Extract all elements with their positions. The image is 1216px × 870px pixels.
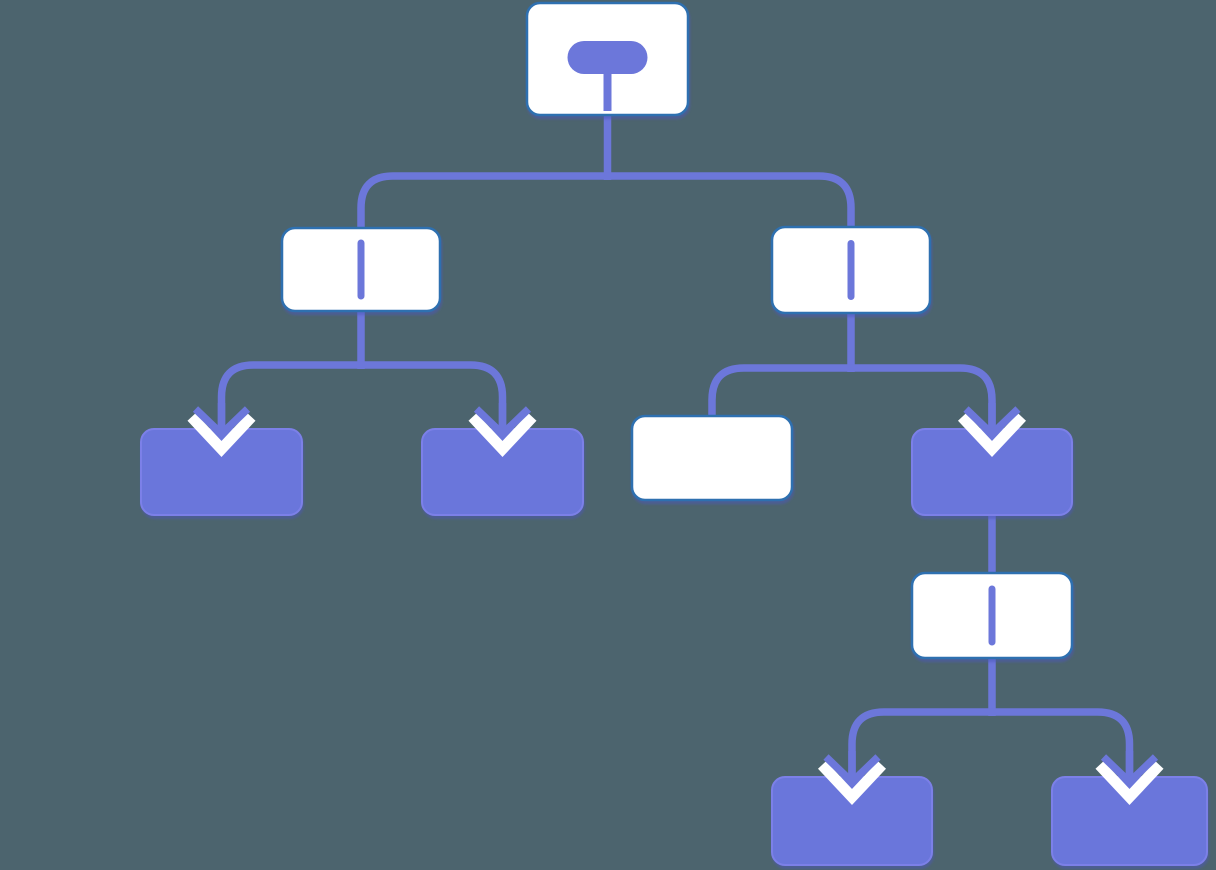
connector-layer — [217, 112, 1134, 782]
chevron-down-arrow-icon — [817, 751, 887, 806]
chevron-purple-layer — [192, 406, 251, 440]
chevron-white-layer — [957, 413, 1027, 458]
chevron-purple-layer — [1100, 754, 1159, 788]
chevron-down-arrow-icon — [468, 403, 537, 458]
branch-bottom-node — [910, 571, 1074, 660]
chevron-down-arrow-icon — [1095, 751, 1164, 806]
chevron-white-layer — [468, 413, 537, 458]
connector-bus — [217, 361, 507, 434]
connector-bus — [357, 172, 855, 233]
chevron-down-arrow-icon — [957, 403, 1027, 458]
connector-bus — [848, 708, 1134, 782]
empty-white-node — [630, 414, 794, 502]
text-line-placeholder — [988, 585, 996, 646]
branch-left-node — [280, 226, 442, 313]
arrow-layer — [187, 403, 1164, 806]
chevron-down-arrow-icon — [187, 403, 256, 458]
node-layer — [140, 1, 1208, 866]
chevron-purple-layer — [963, 406, 1021, 440]
chevron-white-layer — [817, 761, 887, 806]
root-node — [525, 1, 690, 117]
text-line-placeholder — [357, 239, 365, 300]
text-line-placeholder — [847, 240, 855, 300]
empty-white-node-box — [630, 414, 794, 502]
branch-right-node — [770, 225, 932, 315]
pill-stem — [603, 72, 612, 111]
pill-placeholder — [567, 41, 648, 74]
chevron-white-layer — [187, 413, 256, 458]
chevron-purple-layer — [473, 406, 532, 440]
connector-bus — [708, 364, 996, 434]
chevron-white-layer — [1095, 761, 1164, 806]
chevron-purple-layer — [823, 754, 881, 788]
